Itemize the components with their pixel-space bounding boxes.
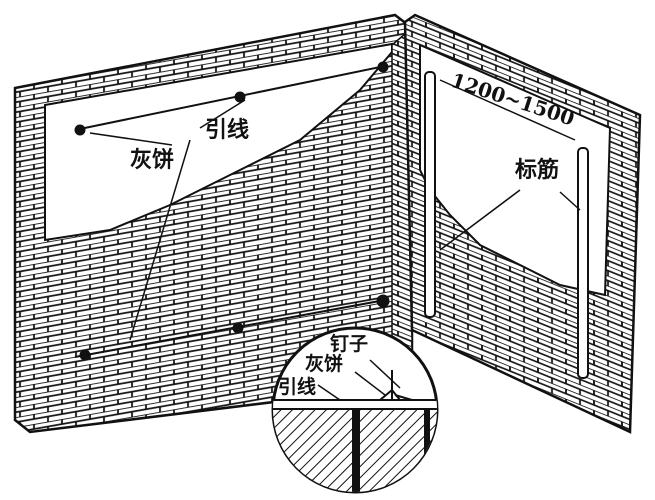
- detail-ash-cake-label: 灰饼: [305, 353, 344, 375]
- ash-cake-dot: [234, 91, 246, 103]
- ash-cake-dot: [376, 294, 390, 308]
- ash-cake-dot: [79, 349, 91, 361]
- ash-cake-dot: [74, 124, 86, 136]
- screed-strip-label: 标筋: [515, 158, 560, 183]
- ash-cake-dot: [377, 61, 389, 73]
- detail-inset: [271, 326, 439, 494]
- detail-guide-line-label: 引线: [278, 376, 317, 398]
- ash-cake-dot: [232, 322, 244, 334]
- right-wall: [403, 13, 642, 434]
- screed-strips: [424, 71, 589, 379]
- guide-line-label: 引线: [205, 118, 250, 143]
- guide-lines: [74, 61, 390, 361]
- detail-nail-label: 钉子: [330, 333, 369, 355]
- ash-cake-label: 灰饼: [130, 148, 175, 173]
- left-wall: [13, 13, 414, 434]
